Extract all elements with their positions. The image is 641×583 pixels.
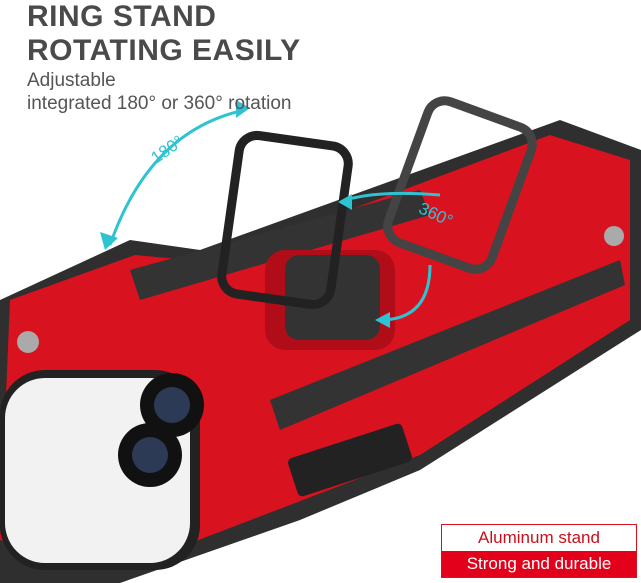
subtitle-line-1: Adjustable <box>27 70 116 91</box>
side-rail <box>130 190 430 300</box>
kickstand-slider <box>288 423 412 497</box>
side-rail <box>270 260 625 430</box>
headline-line-2: ROTATING EASILY <box>27 34 301 67</box>
subtitle-line-2: integrated 180° or 360° rotation <box>27 93 292 114</box>
badge-bottom-text: Strong and durable <box>442 551 636 577</box>
arrow-180-icon <box>108 108 246 246</box>
badge-top-text: Aluminum stand <box>442 525 636 551</box>
headline-line-1: RING STAND <box>27 0 217 33</box>
arrow-360-icon <box>344 191 441 202</box>
ring-stand-rotated <box>383 96 537 274</box>
screw-icon <box>604 226 624 246</box>
screw-icon <box>17 331 39 353</box>
feature-badge: Aluminum stand Strong and durable <box>441 524 637 578</box>
ring-stand <box>217 130 353 310</box>
